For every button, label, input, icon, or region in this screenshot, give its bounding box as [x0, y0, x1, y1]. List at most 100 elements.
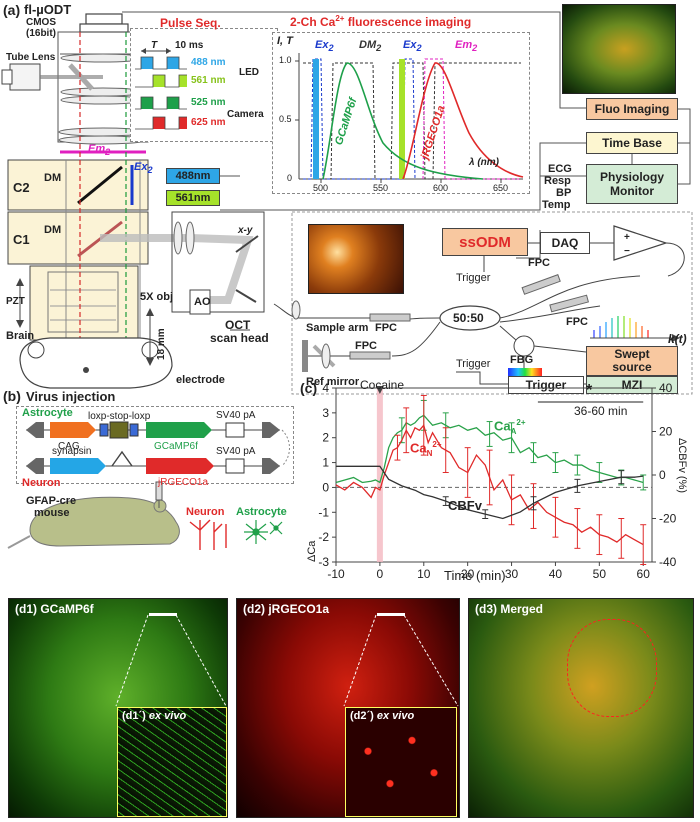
sv40-label-1: SV40 pA [216, 410, 256, 421]
y-right-tick-label: 40 [659, 381, 673, 395]
physio-input-temp: Temp [542, 199, 571, 211]
d2i-label: (d2´) ex vivo [350, 710, 415, 722]
gcamp-image: (d1) GCaMP6f (d1´) ex vivo [8, 598, 228, 818]
fluo-imaging-box: Fluo Imaging [586, 98, 678, 120]
cocaine-label: Cocaine [360, 378, 405, 392]
ref-mirror-label: Ref mirror [306, 376, 360, 388]
system-name: fl-µODT [24, 2, 72, 17]
brain-photo-thumbnail [562, 4, 676, 94]
c2-label: C2 [13, 180, 30, 195]
camera-seq-label: Camera [227, 109, 264, 120]
pzt-label: PZT [6, 296, 25, 307]
laser-561-box: 561nm [166, 190, 220, 206]
y-left-tick-label: 4 [322, 381, 329, 395]
fluo-ex2-label: Ex2 [315, 39, 334, 54]
fpc-label-2: FPC [566, 316, 588, 328]
merged-image: (d3) Merged [468, 598, 694, 818]
fluo-tick-x-600: 600 [433, 183, 449, 193]
construct-diagram [7, 421, 290, 550]
pulse-channel-625: 625 nm [191, 117, 226, 128]
physio-label-2: Monitor [610, 184, 654, 198]
x-tick-label: 30 [505, 567, 519, 581]
daq-plus: + [624, 232, 630, 243]
led-label: LED [239, 67, 259, 78]
tube-lens-label: Tube Lens [6, 52, 56, 63]
fluo-tick-y-1: 1.0 [279, 55, 292, 65]
astrocyte-label: Astrocyte [22, 407, 73, 419]
ssodm-trigger-label: Trigger [456, 272, 491, 284]
fpc-label-4: FPC [355, 340, 377, 352]
y-left-tick-label: 3 [322, 406, 329, 420]
y-right-tick-label: -40 [659, 555, 677, 569]
fluo-spectrum-plot [295, 53, 524, 183]
fluo-title: 2-Ch Ca2+ fluorescence imaging [290, 14, 472, 29]
mouse-label-2: mouse [34, 507, 70, 519]
lsl-label: loxp-stop-loxp [88, 411, 151, 422]
fbg-label: FBG [510, 354, 534, 366]
virus-injection-title: Virus injection [26, 389, 116, 404]
electrode-label: electrode [176, 374, 225, 386]
swept-label-2: source [612, 360, 652, 374]
jrgeco-scale-bar [377, 613, 405, 616]
physio-input-ecg: ECG [548, 163, 572, 175]
fluo-spectrum-inset: I, T Ex2 DM2 Ex2 Em2 1.0 0.5 0 500 550 6… [272, 32, 530, 194]
pulse-channel-488: 488 nm [191, 57, 226, 68]
x-tick-label: 40 [549, 567, 563, 581]
panel-b-label: (b) [3, 388, 21, 404]
c1-label: C1 [13, 232, 30, 247]
pulse-title: Pulse Seq. [160, 16, 221, 30]
pulse-sequence-inset: T 10 ms 488 nm 561 nm 525 nm 625 nm LED … [130, 28, 278, 142]
y-left-tick-label: 1 [322, 456, 329, 470]
x-tick-label: 0 [377, 567, 384, 581]
sample-arm-label: Sample arm [306, 322, 369, 334]
y-right-tick-label: 0 [659, 468, 666, 482]
significance-star: * [586, 382, 593, 399]
ao-label: AO [194, 296, 211, 308]
fluo-tick-y-0: 0 [287, 173, 293, 183]
panel-a-label: (a) [3, 2, 21, 18]
connection-lines [122, 11, 693, 395]
x-tick-label: 50 [593, 567, 607, 581]
construct-box [16, 406, 294, 484]
cocaine-band [376, 388, 383, 562]
kt-label: k(t) [668, 332, 687, 346]
x-tick-label: 10 [417, 567, 431, 581]
d3-label: (d3) Merged [475, 602, 544, 616]
fluo-em2-label: Em2 [455, 39, 478, 54]
fluo-tick-x-500: 500 [313, 183, 329, 193]
camera-label: CMOS [26, 17, 56, 28]
series-line-2 [336, 465, 644, 520]
physio-input-bp: BP [556, 187, 572, 199]
cbf-angiogram [308, 224, 404, 294]
swept-label-1: Swept [614, 347, 650, 361]
merged-roi-outline [567, 619, 657, 717]
astrocyte-icon-label: Astrocyte [236, 506, 287, 518]
d1i-label: (d1´) ex vivo [122, 710, 187, 722]
cag-label: CAG [58, 441, 80, 452]
window-label: 36-60 min [574, 404, 628, 418]
ssodm-box: ssODM [442, 228, 528, 256]
xy-label: x-y [238, 225, 253, 236]
x-tick-label: 20 [461, 567, 475, 581]
pulse-ms-label: 10 ms [175, 40, 204, 51]
y-left-tick-label: 0 [322, 480, 329, 494]
fluo-ex2b-label: Ex2 [403, 39, 422, 54]
gcamp-scale-bar [149, 613, 177, 616]
fluo-axis-x: λ (nm) [469, 157, 499, 168]
cbfv-label: CBFv [448, 498, 482, 513]
neuron-label: Neuron [22, 477, 61, 489]
ca-a-label: CaA2+ [494, 418, 526, 436]
mouse-label-1: GFAP-cre [26, 495, 77, 507]
fluo-tick-x-550: 550 [373, 183, 389, 193]
fluo-tick-y-05: 0.5 [279, 114, 292, 124]
pulse-diagram [135, 48, 187, 130]
pulse-channel-561: 561 nm [191, 75, 226, 86]
scan-head-label-1: OCT [225, 318, 251, 332]
y-left-tick-label: -2 [318, 530, 329, 544]
fpc-label-3: FPC [375, 322, 397, 334]
y-right-tick-label: -20 [659, 512, 677, 526]
laser-488-box: 488nm [166, 168, 220, 184]
neuron-icon-label: Neuron [186, 506, 225, 518]
physio-label-1: Physiology [599, 170, 664, 184]
x-tick-label: 60 [637, 567, 651, 581]
